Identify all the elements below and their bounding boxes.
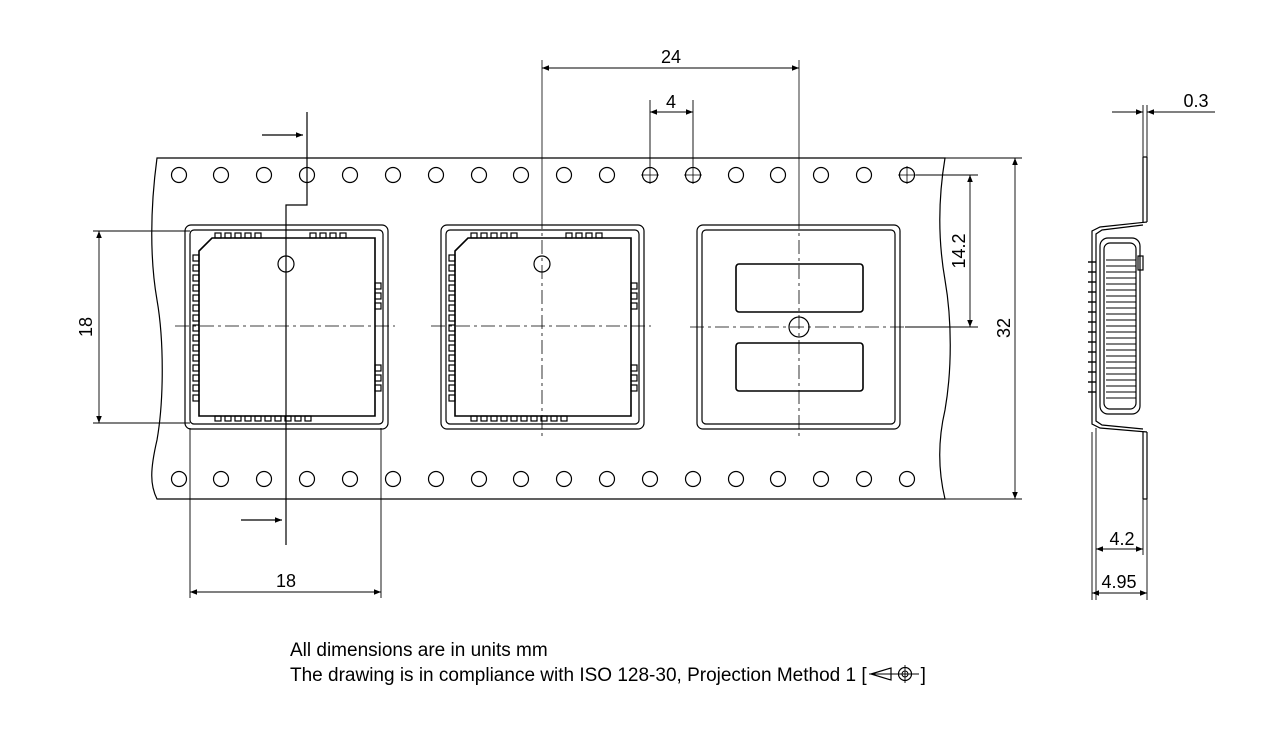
drawing-notes: All dimensions are in units mm The drawi… bbox=[290, 638, 926, 688]
projection-method-icon bbox=[868, 665, 919, 683]
section-line bbox=[241, 112, 308, 545]
standard-note: The drawing is in compliance with ISO 12… bbox=[290, 663, 926, 688]
dim-4-label: 4 bbox=[666, 92, 676, 112]
dim-24-label: 24 bbox=[661, 47, 681, 67]
standard-note-text: The drawing is in compliance with ISO 12… bbox=[290, 665, 867, 686]
side-dimension-lines bbox=[1091, 105, 1215, 600]
units-note: All dimensions are in units mm bbox=[290, 640, 548, 661]
standard-note-suffix: ] bbox=[920, 665, 926, 686]
dim-32-label: 32 bbox=[994, 318, 1014, 338]
dim-4-95-label: 4.95 bbox=[1101, 572, 1136, 592]
dim-0-3-label: 0.3 bbox=[1183, 91, 1208, 111]
dim-14-2-label: 14.2 bbox=[949, 233, 969, 268]
dimension-lines bbox=[93, 65, 1022, 598]
dim-18-horizontal-label: 18 bbox=[276, 571, 296, 591]
side-view bbox=[1091, 156, 1148, 500]
dim-18-vertical-label: 18 bbox=[76, 317, 96, 337]
sprocket-holes-top bbox=[170, 166, 916, 184]
dim-4-2-label: 4.2 bbox=[1109, 529, 1134, 549]
carrier-tape bbox=[151, 157, 951, 500]
sprocket-holes-bottom bbox=[170, 470, 916, 488]
pocket-2 bbox=[440, 224, 645, 430]
